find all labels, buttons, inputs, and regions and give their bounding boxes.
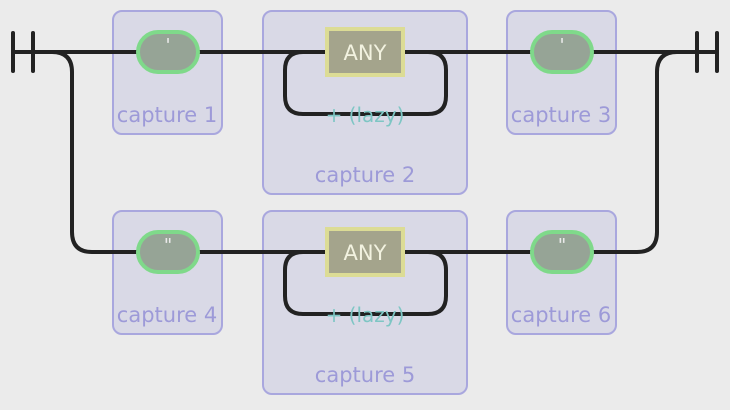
literal-text-capture-1: ' bbox=[163, 35, 174, 56]
quantifier-label-capture-2: + (lazy) bbox=[326, 103, 405, 127]
group-label-capture-1: capture 1 bbox=[117, 103, 217, 127]
literal-capture-1[interactable] bbox=[136, 30, 200, 74]
loop-track-capture-5 bbox=[283, 250, 448, 316]
any-token-capture-2[interactable] bbox=[325, 27, 405, 77]
literal-capture-3[interactable] bbox=[530, 30, 594, 74]
group-label-capture-6: capture 6 bbox=[511, 303, 611, 327]
any-text-capture-2: ANY bbox=[344, 41, 387, 65]
capture-group-5-box[interactable] bbox=[262, 210, 468, 395]
literal-capture-6[interactable] bbox=[530, 230, 594, 274]
loop-track-capture-2 bbox=[283, 50, 448, 116]
literal-text-capture-3: ' bbox=[557, 35, 568, 56]
quantifier-label-capture-5: + (lazy) bbox=[326, 303, 405, 327]
literal-capture-4[interactable] bbox=[136, 230, 200, 274]
any-token-capture-5[interactable] bbox=[325, 227, 405, 277]
group-label-capture-4: capture 4 bbox=[117, 303, 217, 327]
group-label-capture-5: capture 5 bbox=[315, 363, 415, 387]
group-label-capture-2: capture 2 bbox=[315, 163, 415, 187]
literal-text-capture-4: " bbox=[163, 235, 174, 256]
literal-text-capture-6: " bbox=[557, 235, 568, 256]
any-text-capture-5: ANY bbox=[344, 241, 387, 265]
group-label-capture-3: capture 3 bbox=[511, 103, 611, 127]
capture-group-2-box[interactable] bbox=[262, 10, 468, 195]
